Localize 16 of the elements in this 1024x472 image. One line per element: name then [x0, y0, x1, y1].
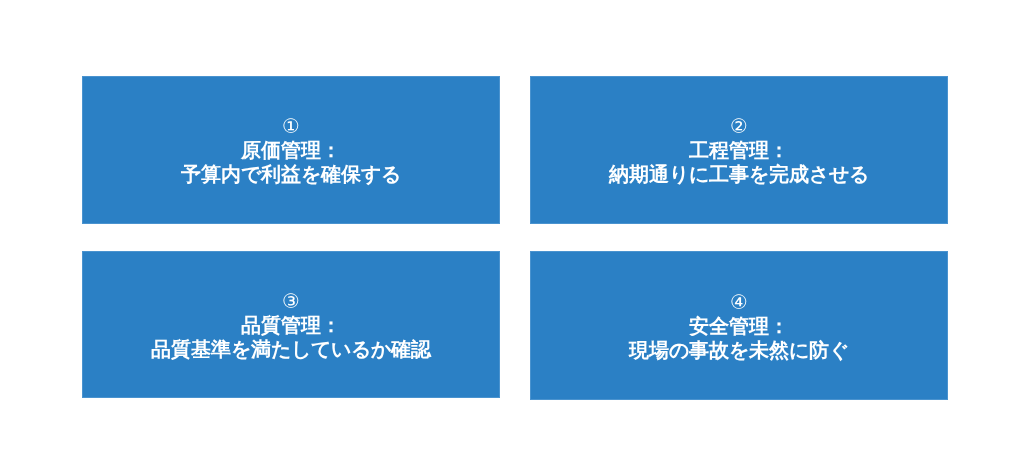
heading-text: 原価管理：: [241, 138, 341, 162]
process-box: [530, 251, 948, 400]
body-text: 品質基準を満たしているか確認: [151, 336, 431, 361]
number-mark: ④: [730, 289, 748, 314]
process-box: [82, 76, 500, 224]
process-box: [82, 251, 500, 398]
heading-text: 安全管理：: [689, 313, 789, 338]
body-text: 予算内で利益を確保する: [181, 162, 401, 186]
number-mark: ②: [730, 114, 748, 138]
process-box: [530, 76, 948, 224]
number-mark: ③: [282, 288, 300, 313]
body-text: 現場の事故を未然に防ぐ: [629, 337, 849, 362]
heading-text: 品質管理：: [241, 312, 341, 337]
number-mark: ①: [282, 114, 300, 138]
body-text: 納期通りに工事を完成させる: [609, 162, 869, 186]
heading-text: 工程管理：: [689, 138, 789, 162]
